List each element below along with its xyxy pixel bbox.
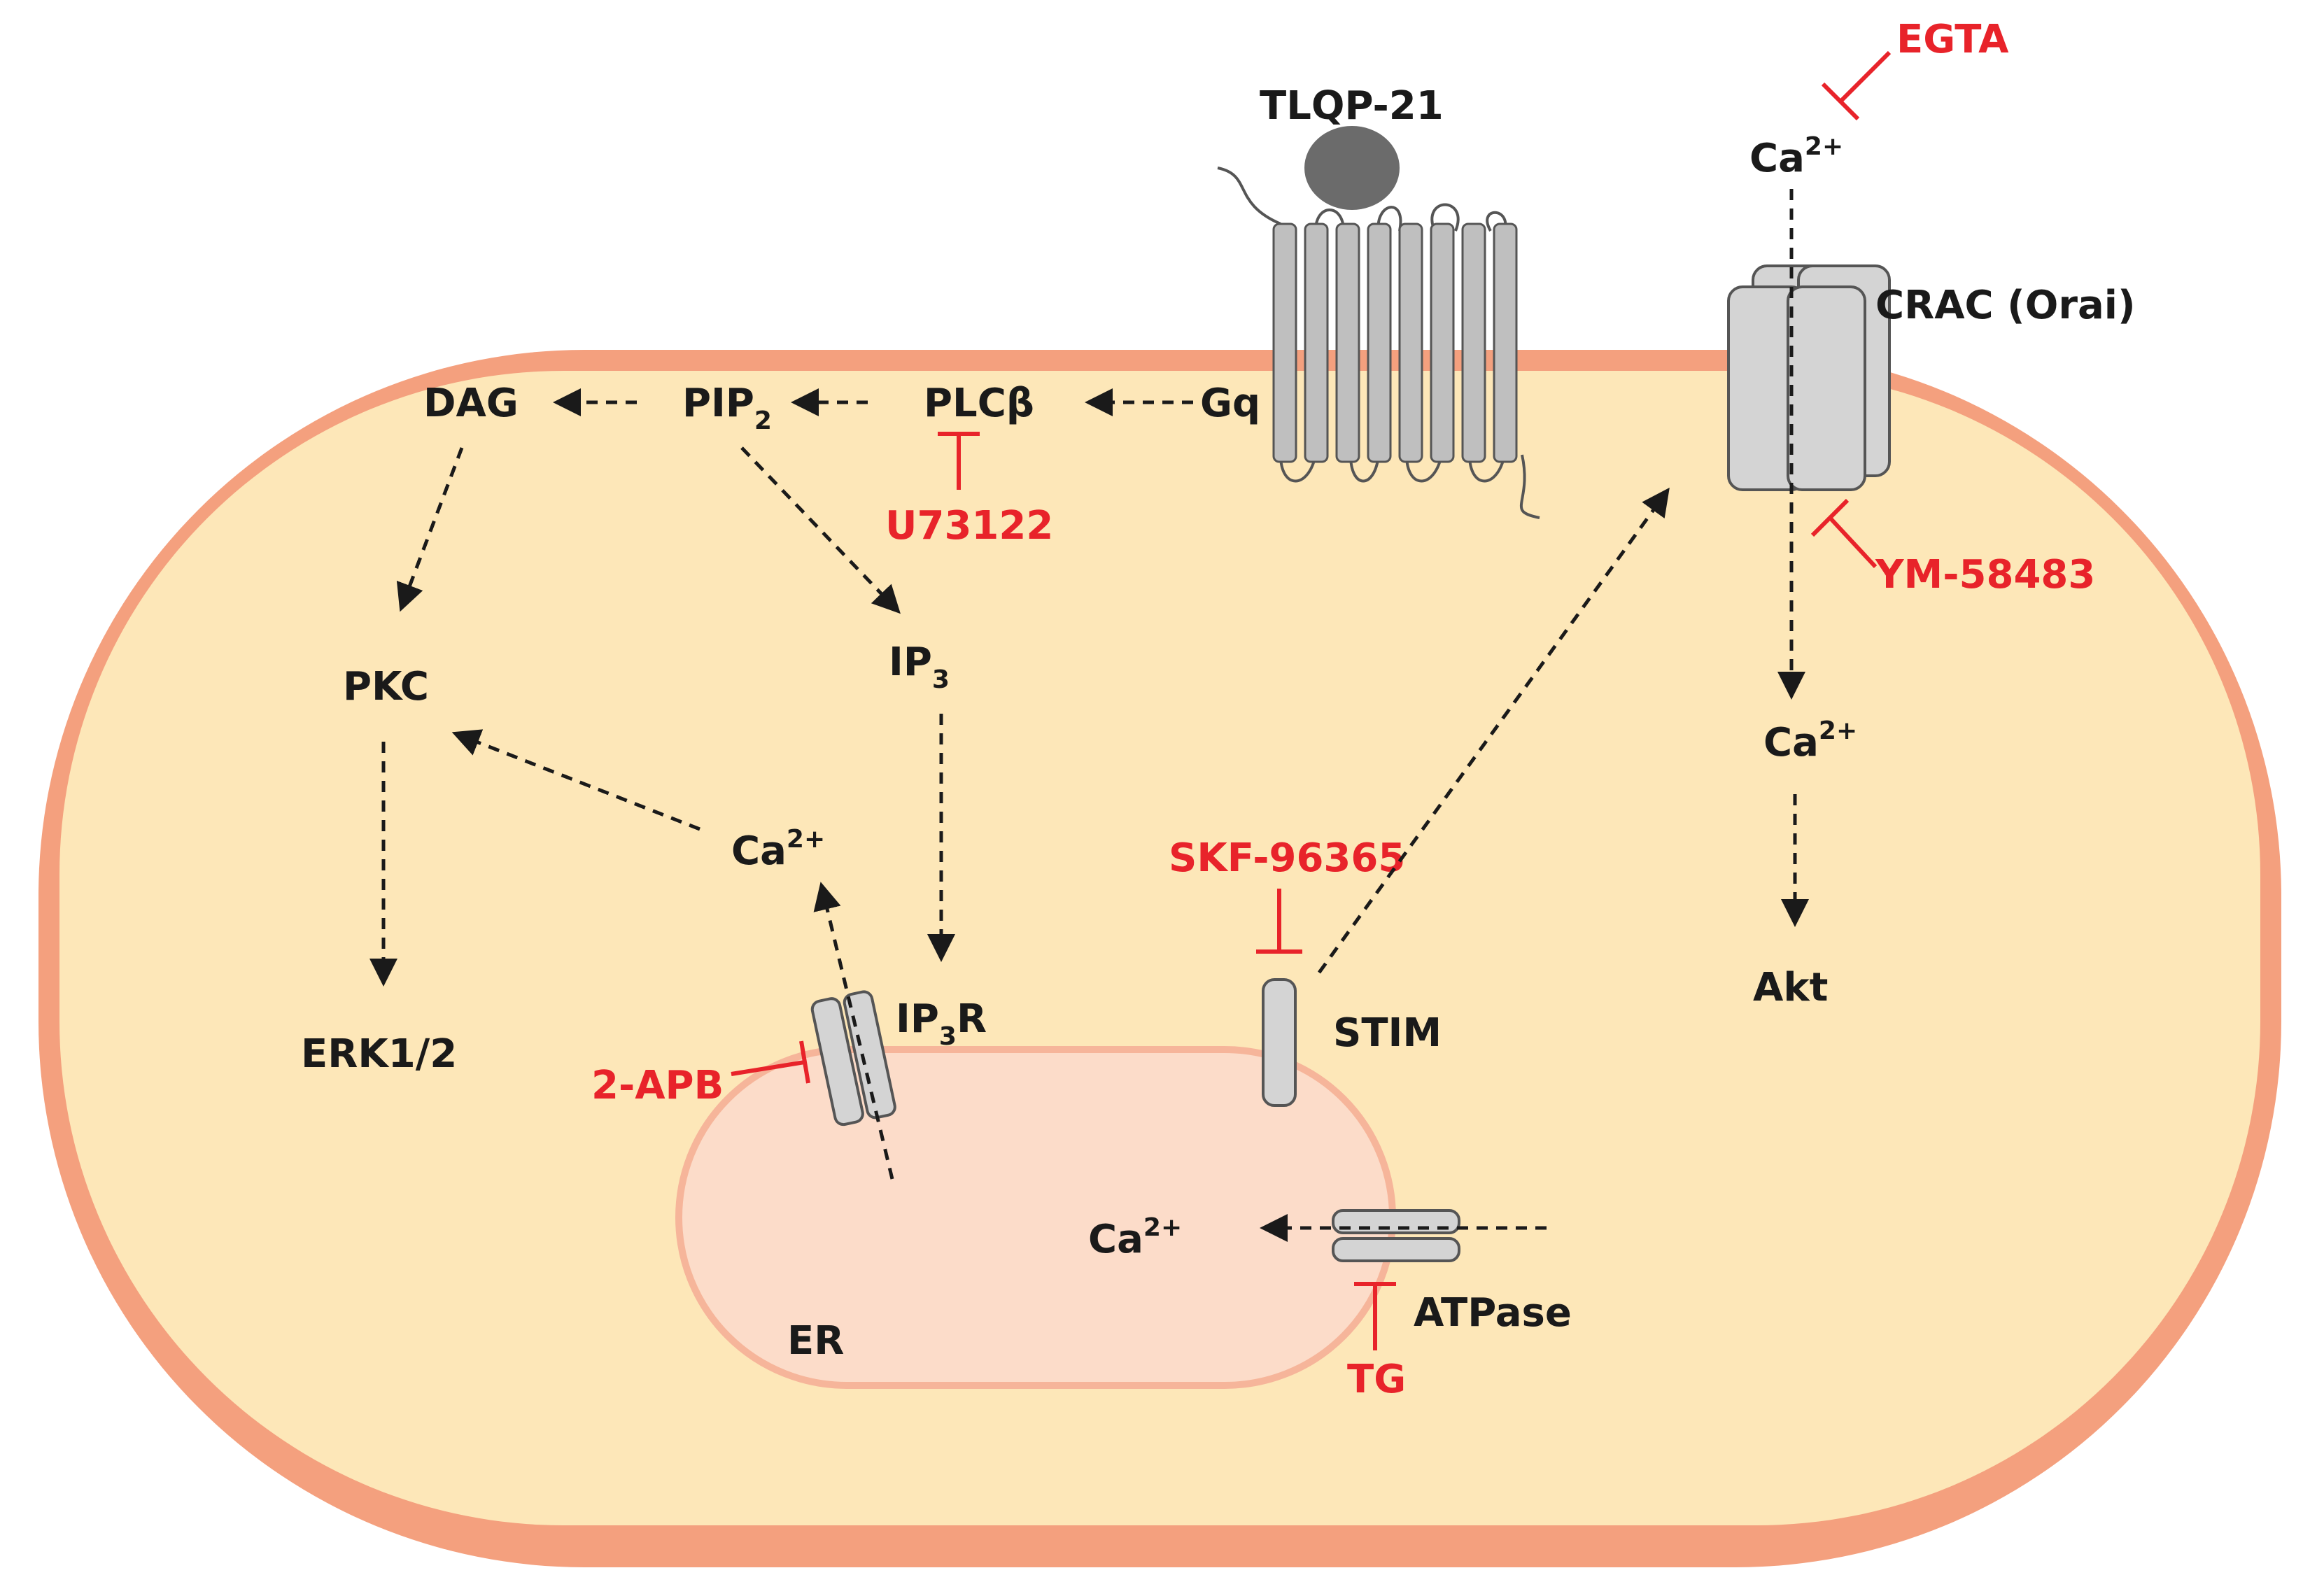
inhibit-egta bbox=[1821, 50, 1892, 121]
inhibit-tg bbox=[1354, 1282, 1396, 1350]
stim-label: STIM bbox=[1333, 1010, 1442, 1056]
skf96365-label: SKF-96365 bbox=[1169, 835, 1405, 881]
inhibit-u73122 bbox=[938, 432, 980, 490]
gpcr-receptor-icon bbox=[1217, 167, 1540, 519]
pkc-label: PKC bbox=[343, 664, 429, 709]
inhibit-ym58483 bbox=[1810, 498, 1878, 569]
ca-extracellular-label: Ca2+ bbox=[1749, 132, 1843, 181]
ca-er-label: Ca2+ bbox=[1088, 1213, 1182, 1262]
arrow-pip2-to-ip3 bbox=[740, 446, 901, 614]
ym58483-label: YM-58483 bbox=[1875, 552, 2095, 598]
tg-label: TG bbox=[1347, 1357, 1406, 1402]
crac-channel-icon bbox=[1727, 264, 1891, 491]
inhibit-2apb bbox=[731, 1040, 810, 1084]
akt-label: Akt bbox=[1753, 965, 1828, 1010]
ip3r-label: IP3R bbox=[896, 996, 987, 1051]
gq-label: Gq bbox=[1200, 381, 1260, 426]
ca-intracellular-label: Ca2+ bbox=[1763, 716, 1857, 765]
inhibit-skf96365 bbox=[1256, 889, 1302, 954]
u73122-label: U73122 bbox=[885, 503, 1053, 549]
arrow-stim-to-crac bbox=[1317, 487, 1670, 974]
er-label: ER bbox=[787, 1318, 844, 1364]
dag-label: DAG bbox=[423, 381, 519, 426]
cytoplasm bbox=[59, 371, 2260, 1525]
crac-label: CRAC (Orai) bbox=[1875, 283, 2136, 328]
erk-label: ERK1/2 bbox=[301, 1031, 457, 1077]
arrow-er-ca-release bbox=[813, 882, 894, 1180]
ip3-label: IP3 bbox=[889, 640, 950, 694]
ligand-circle-icon bbox=[1304, 126, 1400, 210]
apb-label: 2-APB bbox=[591, 1063, 724, 1108]
plcb-label: PLCβ bbox=[924, 381, 1034, 426]
egta-label: EGTA bbox=[1896, 17, 2009, 62]
atpase-label: ATPase bbox=[1414, 1290, 1572, 1336]
tlqp21-label: TLQP-21 bbox=[1260, 83, 1444, 129]
ca-cytosol-label: Ca2+ bbox=[731, 825, 825, 874]
arrow-ca-to-pkc bbox=[451, 729, 700, 831]
stim-protein-icon bbox=[1262, 978, 1297, 1107]
ip3r-channel-icon bbox=[810, 990, 896, 1127]
pip2-label: PIP2 bbox=[682, 381, 772, 435]
arrow-dag-to-pkc bbox=[396, 447, 464, 612]
